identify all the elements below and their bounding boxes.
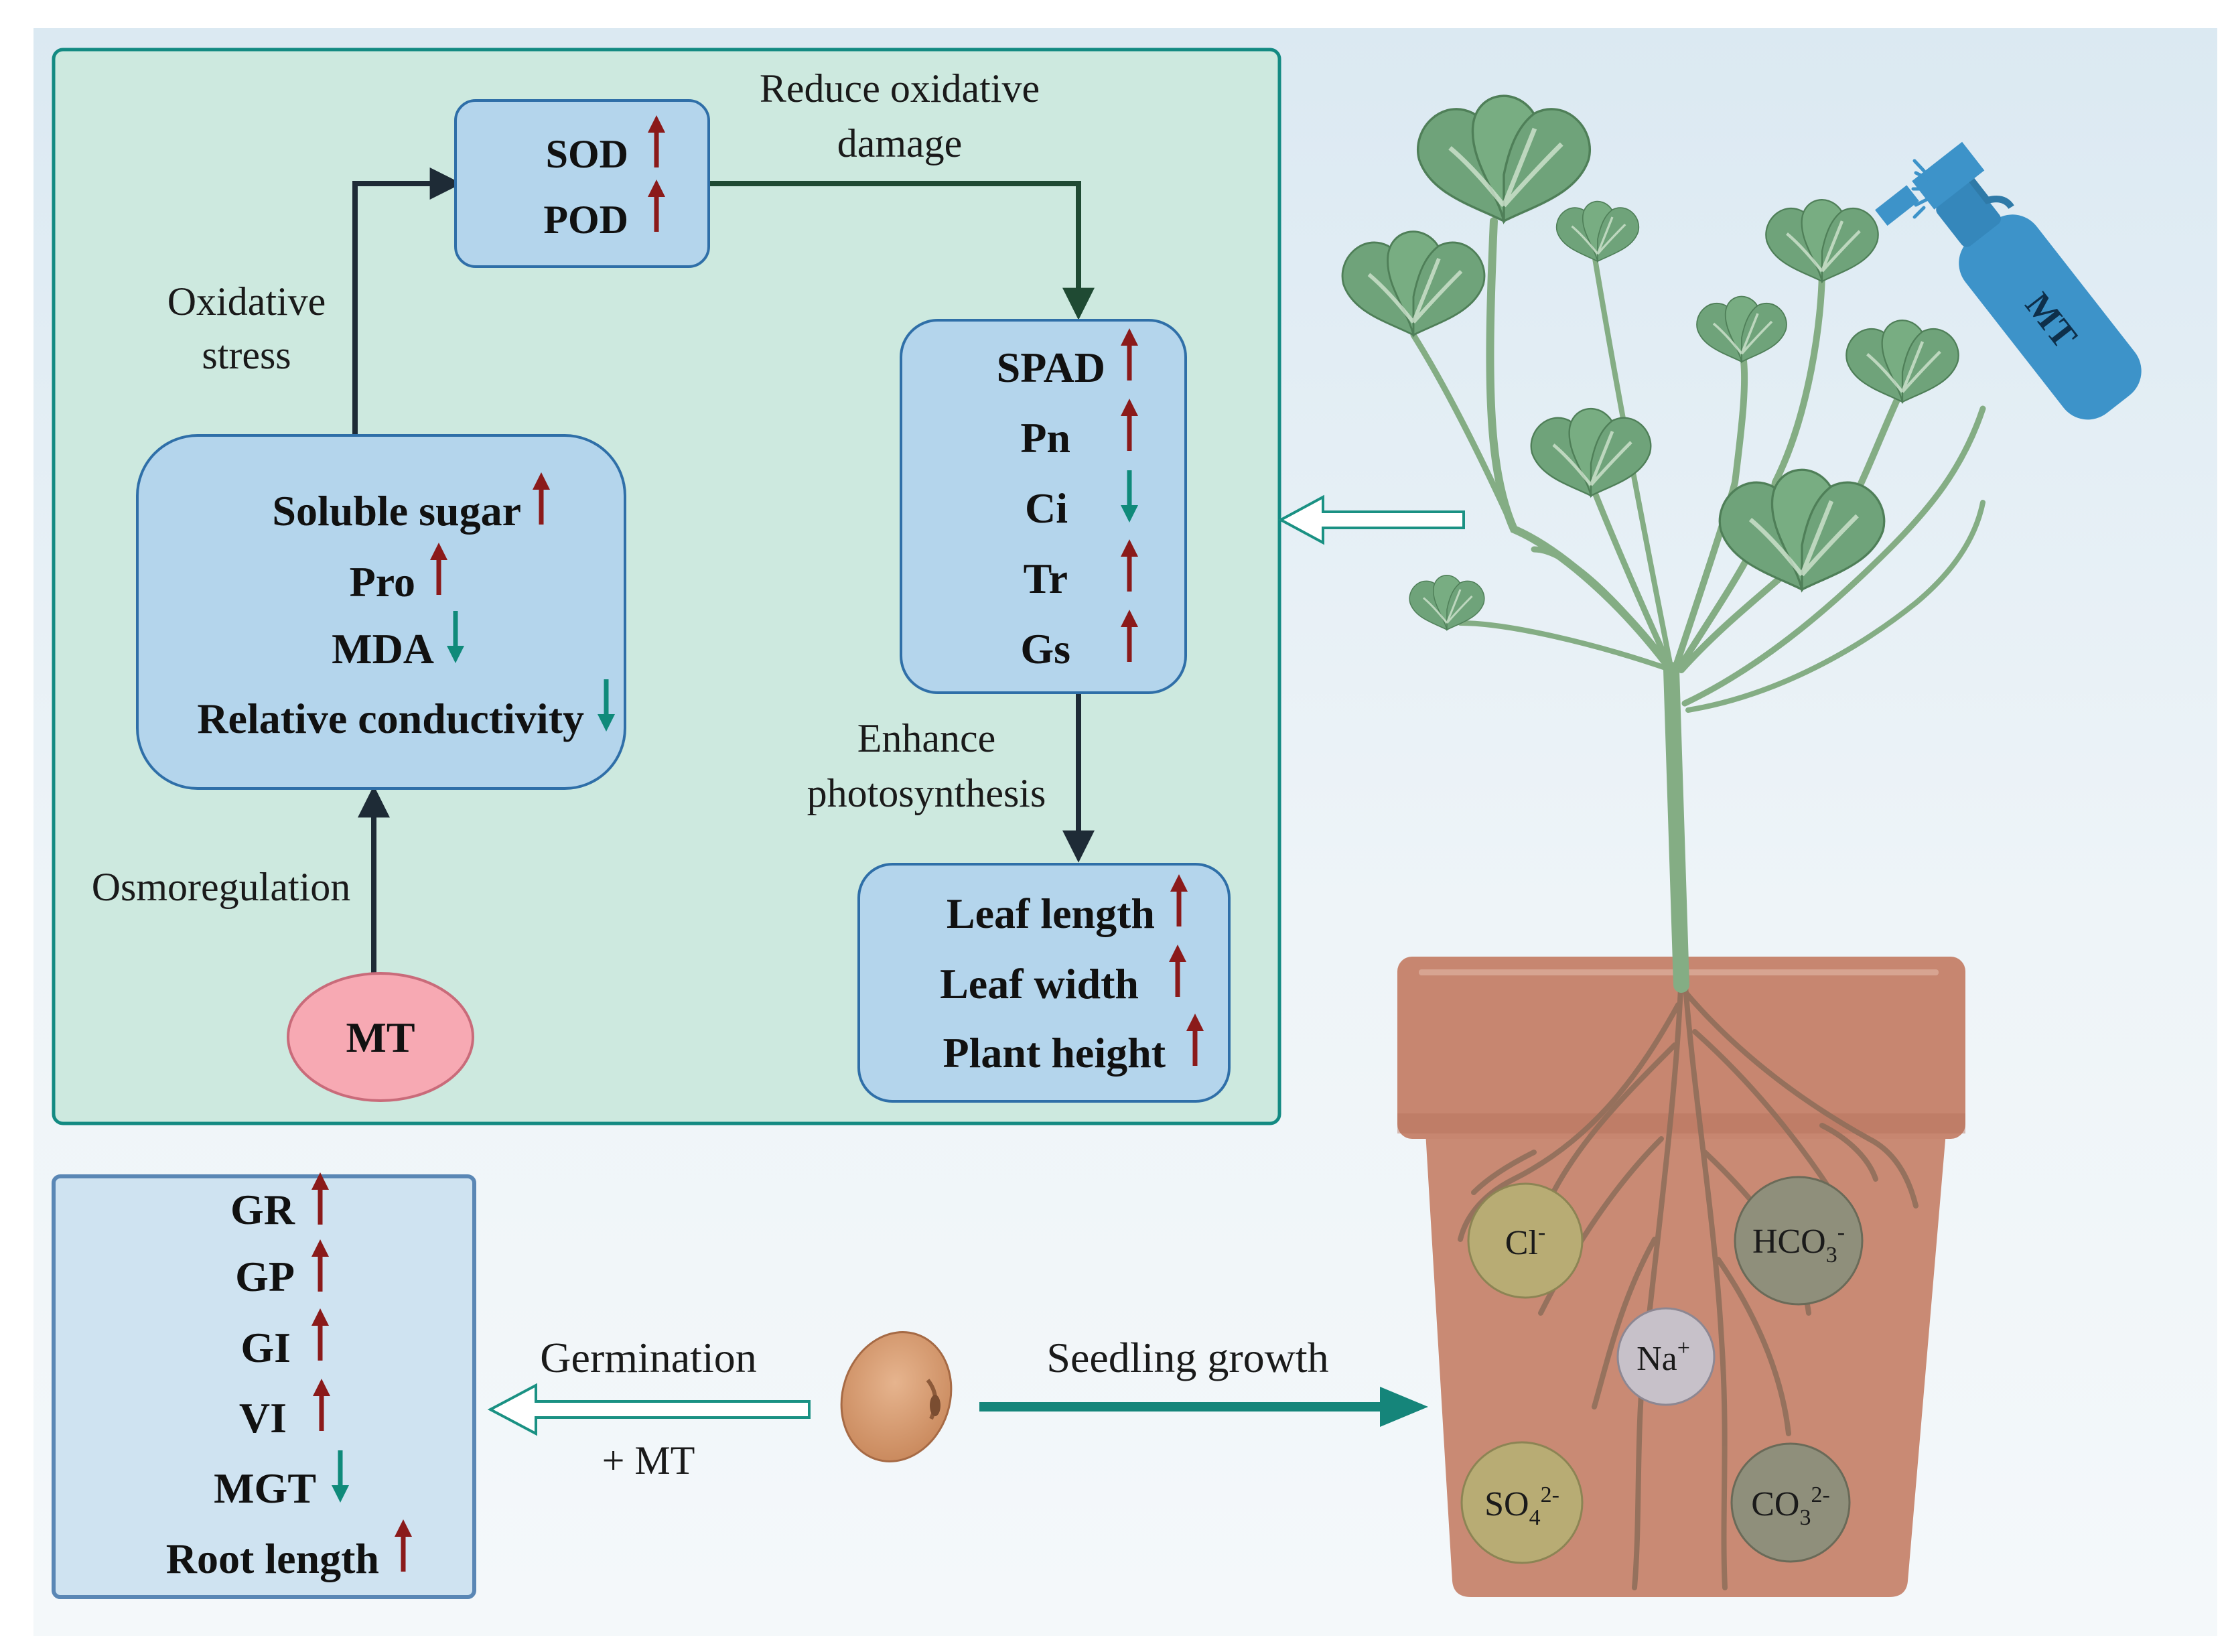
osmotic-box: Soluble sugar Pro MDA Relative conductiv… xyxy=(136,434,626,790)
trend-down-arrow xyxy=(332,1450,349,1503)
growth-leaf-length-label: Leaf length xyxy=(947,890,1155,937)
ion-cl-label: Cl- xyxy=(1505,1220,1545,1262)
photosynthesis-tr-label: Tr xyxy=(1024,555,1068,602)
trend-up-arrow xyxy=(1121,610,1138,662)
reduce-damage-arrow xyxy=(710,181,1095,320)
germination-mt-label: + MT xyxy=(602,1438,695,1483)
antioxidant-pod-label: POD xyxy=(543,198,628,242)
trend-down-arrow xyxy=(1121,470,1138,523)
trend-up-arrow xyxy=(1121,328,1138,381)
growth-leaf-width-label: Leaf width xyxy=(940,960,1139,1008)
seedling-growth-arrow xyxy=(979,1387,1428,1427)
trend-up-arrow xyxy=(311,1239,329,1292)
trend-up-arrow xyxy=(648,115,665,167)
photosynthesis-box: SPAD Pn Ci Tr Gs xyxy=(900,319,1187,694)
germination-root-length-label: Root length xyxy=(166,1535,379,1582)
sprayer-bottle: MT xyxy=(1875,141,2142,420)
ion-so4-label: SO42- xyxy=(1484,1483,1559,1530)
trend-up-arrow xyxy=(1169,945,1186,997)
germination-arrow xyxy=(487,1383,811,1436)
germination-mgt-label: MGT xyxy=(214,1464,316,1512)
trend-up-arrow xyxy=(1121,399,1138,451)
trend-up-arrow xyxy=(395,1519,412,1572)
trend-up-arrow xyxy=(533,472,550,525)
ion-na xyxy=(1616,1307,1716,1406)
mt-node: MT xyxy=(287,972,474,1102)
germination-box: GR GP GI VI MGT Root length xyxy=(52,1174,476,1599)
trend-up-arrow xyxy=(311,1308,329,1361)
connectors xyxy=(352,167,1095,975)
trend-down-arrow xyxy=(447,611,464,663)
trend-up-arrow xyxy=(1121,539,1138,592)
trend-up-arrow xyxy=(311,1172,329,1225)
ion-hco3 xyxy=(1734,1176,1864,1306)
osmotic-mda-label: MDA xyxy=(332,625,434,673)
ion-na-label: Na+ xyxy=(1636,1336,1690,1378)
trend-up-arrow xyxy=(648,180,665,232)
osmotic-relative-conductivity-label: Relative conductivity xyxy=(197,695,584,742)
soil-ions: Cl- HCO3- Na+ SO42- CO32- xyxy=(1460,1176,1864,1564)
antioxidant-sod-label: SOD xyxy=(546,132,628,176)
germination-arrow-label: Germination xyxy=(540,1334,756,1381)
edge-label-reduce-oxidative: Reduce oxidative xyxy=(760,66,1040,111)
edge-label-oxidative: Oxidative xyxy=(167,279,326,324)
spray-mist xyxy=(1911,159,1931,219)
edge-label-stress: stress xyxy=(202,333,291,377)
germination-gp-label: GP xyxy=(235,1253,295,1300)
photosynthesis-spad-label: SPAD xyxy=(997,344,1105,391)
osmotic-pro-label: Pro xyxy=(350,558,415,606)
roots xyxy=(1458,969,1919,1590)
trend-arrows xyxy=(311,115,1204,1572)
edge-label-enhance: Enhance xyxy=(857,716,996,760)
ion-co3-label: CO32- xyxy=(1751,1483,1830,1530)
plant-to-panel-arrow xyxy=(1277,494,1465,545)
antioxidant-enzymes-box: SOD POD xyxy=(454,99,710,268)
edge-label-osmoregulation: Osmoregulation xyxy=(92,865,351,909)
seed-illustration xyxy=(840,1331,953,1462)
trend-up-arrow xyxy=(430,543,447,595)
ion-so4 xyxy=(1460,1441,1584,1564)
photosynthesis-gs-label: Gs xyxy=(1020,625,1070,673)
edge-label-photosynthesis: photosynthesis xyxy=(807,771,1046,815)
ion-cl xyxy=(1467,1182,1584,1299)
growth-plant-height-label: Plant height xyxy=(943,1029,1166,1077)
edge-label-damage: damage xyxy=(837,121,963,165)
ion-hco3-label: HCO3- xyxy=(1752,1220,1845,1267)
oxidative-stress-arrow xyxy=(352,167,462,435)
photosynthesis-ci-label: Ci xyxy=(1025,484,1068,532)
trend-up-arrow xyxy=(1186,1014,1204,1066)
seedling-growth-label: Seedling growth xyxy=(1046,1334,1328,1381)
trend-down-arrow xyxy=(598,679,615,732)
photosynthesis-pn-label: Pn xyxy=(1020,414,1070,462)
growth-box: Leaf length Leaf width Plant height xyxy=(857,863,1231,1103)
germination-vi-label: VI xyxy=(239,1394,287,1442)
osmotic-soluble-sugar-label: Soluble sugar xyxy=(272,487,521,535)
mt-node-label: MT xyxy=(346,1014,415,1061)
germination-gi-label: GI xyxy=(240,1324,291,1371)
trend-up-arrow xyxy=(313,1379,330,1431)
germination-gr-label: GR xyxy=(230,1186,295,1233)
ion-co3 xyxy=(1730,1442,1851,1563)
mechanism-panel xyxy=(52,48,1281,1125)
trend-up-arrow xyxy=(1170,874,1188,926)
